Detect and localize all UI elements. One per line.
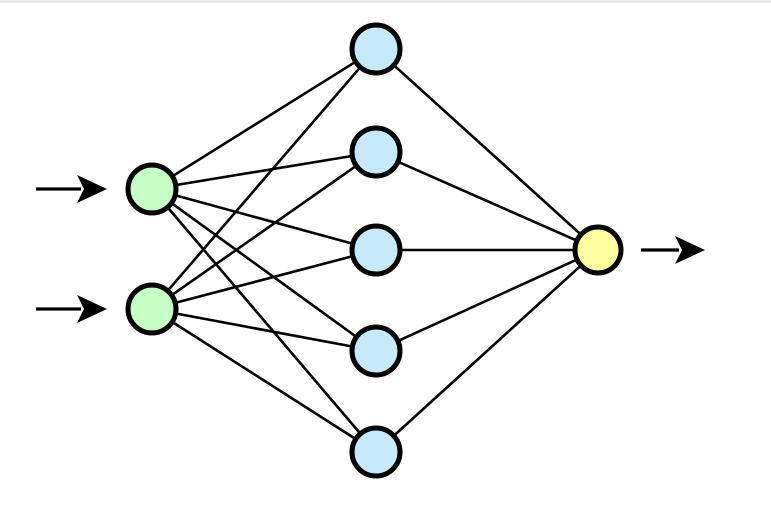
connection-edge-i1-h3 <box>172 193 356 246</box>
output-node-1[interactable] <box>572 224 624 276</box>
hidden-node-5[interactable] <box>349 425 403 479</box>
output-arrow-1-head <box>675 236 705 264</box>
connection-edge-i1-h4 <box>169 201 359 339</box>
connection-edge-h5-o1 <box>391 263 584 438</box>
edges-group <box>165 59 584 441</box>
connection-edge-i2-h1 <box>165 65 363 293</box>
input-node-2[interactable] <box>125 282 179 336</box>
hidden-node-2[interactable] <box>349 125 403 179</box>
input-arrow-2 <box>36 295 107 323</box>
input-arrow-1 <box>36 175 107 203</box>
connection-edge-h1-o1 <box>391 63 583 237</box>
arrows-group <box>36 175 705 323</box>
connection-edge-i2-h3 <box>172 254 356 305</box>
hidden-node-4[interactable] <box>349 324 403 378</box>
connection-edge-i2-h4 <box>173 311 355 349</box>
connection-edge-i1-h5 <box>165 205 363 436</box>
top-edge-strip <box>0 0 771 3</box>
connection-edge-i2-h5 <box>170 320 358 441</box>
connection-edge-h2-o1 <box>395 159 580 243</box>
connection-edge-i1-h1 <box>170 59 358 179</box>
input-arrow-1-head <box>77 175 107 203</box>
hidden-node-3[interactable] <box>349 223 403 277</box>
connection-edge-i1-h2 <box>173 154 355 187</box>
output-arrow-1 <box>641 236 705 264</box>
nodes-group <box>125 22 624 479</box>
hidden-node-1[interactable] <box>349 22 403 76</box>
connection-edge-h4-o1 <box>395 257 580 343</box>
input-node-1[interactable] <box>125 162 179 216</box>
input-arrow-2-head <box>77 295 107 323</box>
connection-edge-i2-h2 <box>169 163 359 298</box>
